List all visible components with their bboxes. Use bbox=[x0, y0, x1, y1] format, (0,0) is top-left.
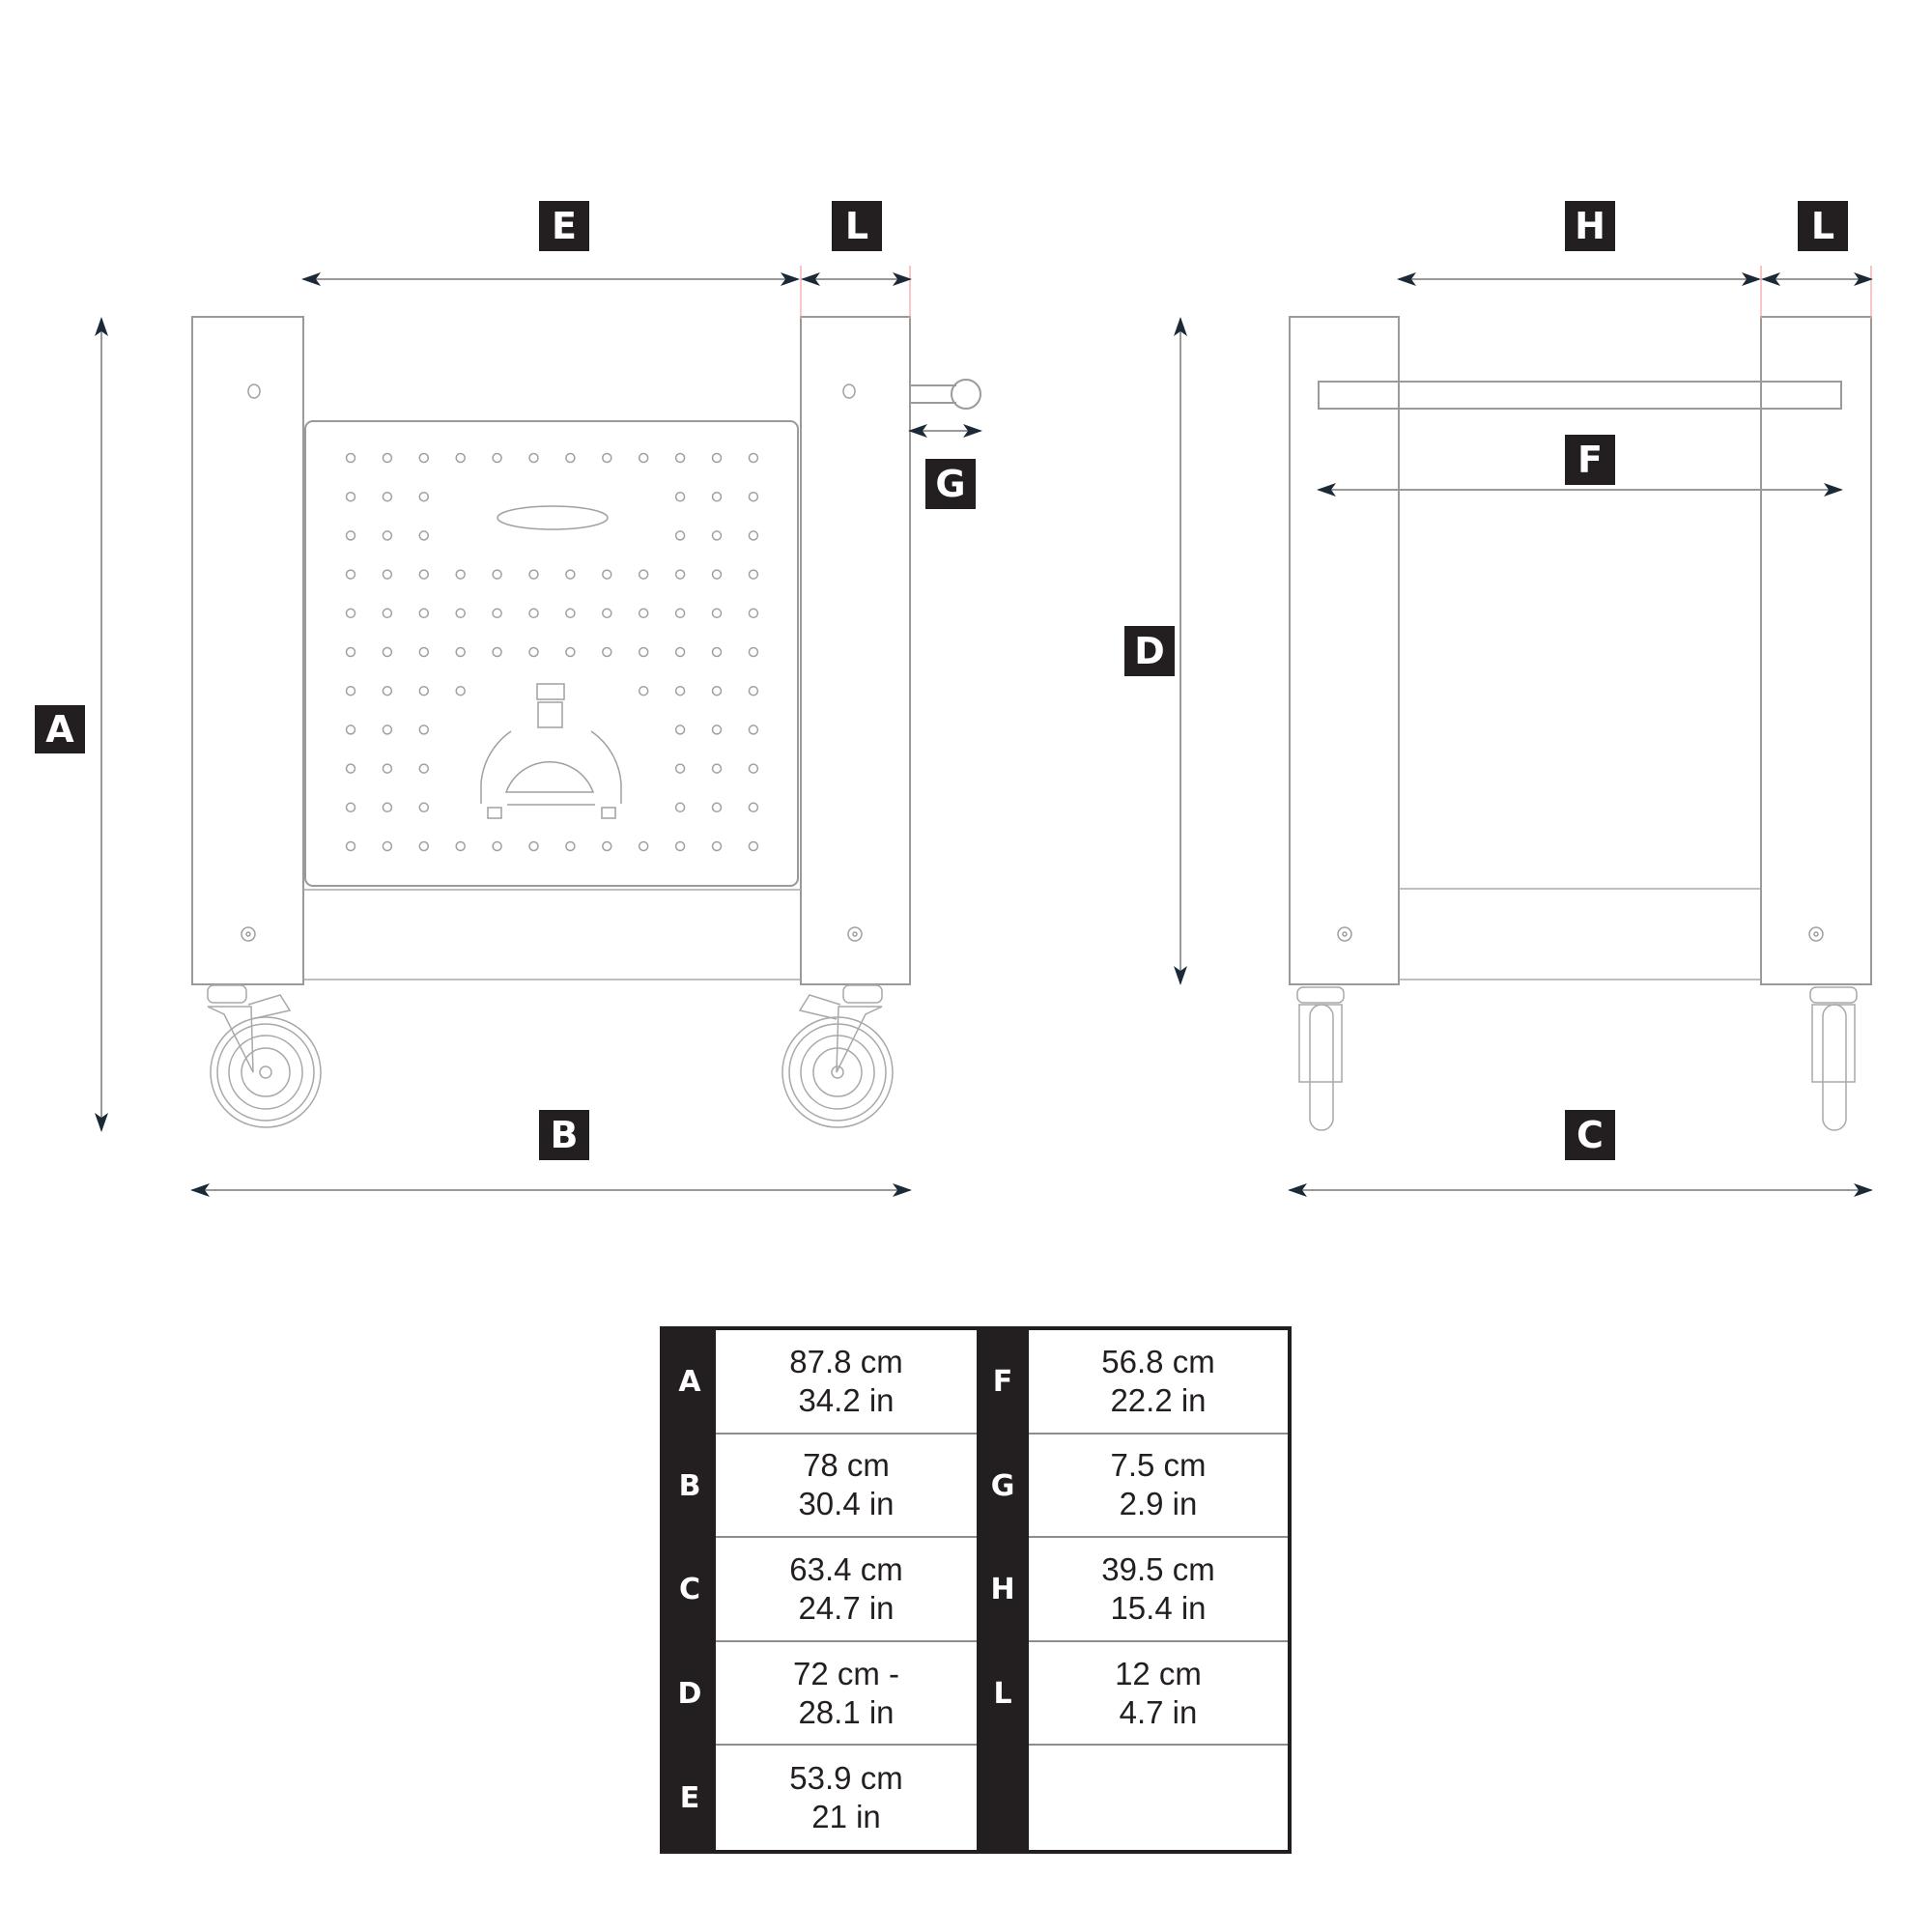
table-key bbox=[977, 1746, 1029, 1850]
value-cm: 78 cm bbox=[803, 1447, 890, 1484]
table-key: G bbox=[977, 1434, 1029, 1539]
side-handle bbox=[910, 379, 981, 410]
bolt-icon bbox=[847, 926, 863, 942]
label-c: C bbox=[1565, 1110, 1615, 1160]
table-cell-empty bbox=[1029, 1746, 1288, 1850]
table-key: A bbox=[664, 1330, 716, 1435]
label-g: G bbox=[925, 459, 976, 509]
value-in: 21 in bbox=[811, 1799, 881, 1835]
label-e: E bbox=[539, 201, 589, 251]
screw-hole-icon bbox=[247, 384, 261, 399]
table-key: F bbox=[977, 1330, 1029, 1435]
value-cm: 63.4 cm bbox=[789, 1550, 903, 1587]
table-key: C bbox=[664, 1538, 716, 1642]
oven-logo-icon bbox=[480, 683, 622, 819]
value-cm: 72 cm - bbox=[792, 1655, 900, 1691]
screw-hole-icon bbox=[842, 384, 856, 399]
label-b: B bbox=[539, 1110, 589, 1160]
caster-wheel-left bbox=[207, 984, 322, 1128]
table-key: E bbox=[664, 1746, 716, 1850]
table-key: D bbox=[664, 1641, 716, 1747]
label-l-front: L bbox=[832, 201, 882, 251]
value-in: 2.9 in bbox=[1119, 1486, 1198, 1522]
side-view bbox=[1174, 266, 1873, 1197]
value-cm: 53.9 cm bbox=[789, 1760, 903, 1797]
value-cm: 39.5 cm bbox=[1101, 1550, 1215, 1587]
value-cm: 7.5 cm bbox=[1110, 1447, 1207, 1484]
table-key: H bbox=[977, 1538, 1029, 1642]
label-a: A bbox=[35, 705, 85, 753]
value-in: 15.4 in bbox=[1110, 1589, 1207, 1626]
bolt-icon bbox=[1337, 926, 1352, 942]
logo-oval bbox=[497, 505, 609, 530]
value-in: 24.7 in bbox=[798, 1589, 895, 1626]
front-view bbox=[95, 266, 982, 1197]
side-rail bbox=[1318, 381, 1842, 410]
caster-wheel-side-left bbox=[1296, 986, 1345, 1131]
rear-post bbox=[1760, 316, 1872, 985]
label-d: D bbox=[1124, 626, 1175, 676]
value-in: 28.1 in bbox=[798, 1693, 895, 1730]
table-cell: 72 cm -28.1 in bbox=[716, 1642, 977, 1747]
table-key: L bbox=[977, 1641, 1029, 1747]
bolt-icon bbox=[241, 926, 256, 942]
door-panel bbox=[304, 420, 799, 887]
left-post bbox=[191, 316, 304, 985]
value-in: 30.4 in bbox=[798, 1486, 895, 1522]
value-cm: 56.8 cm bbox=[1101, 1343, 1215, 1379]
caster-wheel-side-right bbox=[1809, 986, 1858, 1131]
label-h: H bbox=[1565, 201, 1615, 251]
perforation-pattern bbox=[345, 452, 759, 852]
table-key: B bbox=[664, 1434, 716, 1539]
value-cm: 87.8 cm bbox=[789, 1343, 903, 1379]
right-post bbox=[800, 316, 911, 985]
value-in: 22.2 in bbox=[1110, 1381, 1207, 1418]
bolt-icon bbox=[1808, 926, 1824, 942]
label-l-side: L bbox=[1798, 201, 1848, 251]
caster-wheel-right bbox=[781, 984, 894, 1128]
label-f: F bbox=[1565, 435, 1615, 485]
value-in: 34.2 in bbox=[798, 1381, 895, 1418]
value-in: 4.7 in bbox=[1119, 1693, 1198, 1730]
front-post bbox=[1289, 316, 1400, 985]
value-cm: 12 cm bbox=[1115, 1655, 1202, 1691]
